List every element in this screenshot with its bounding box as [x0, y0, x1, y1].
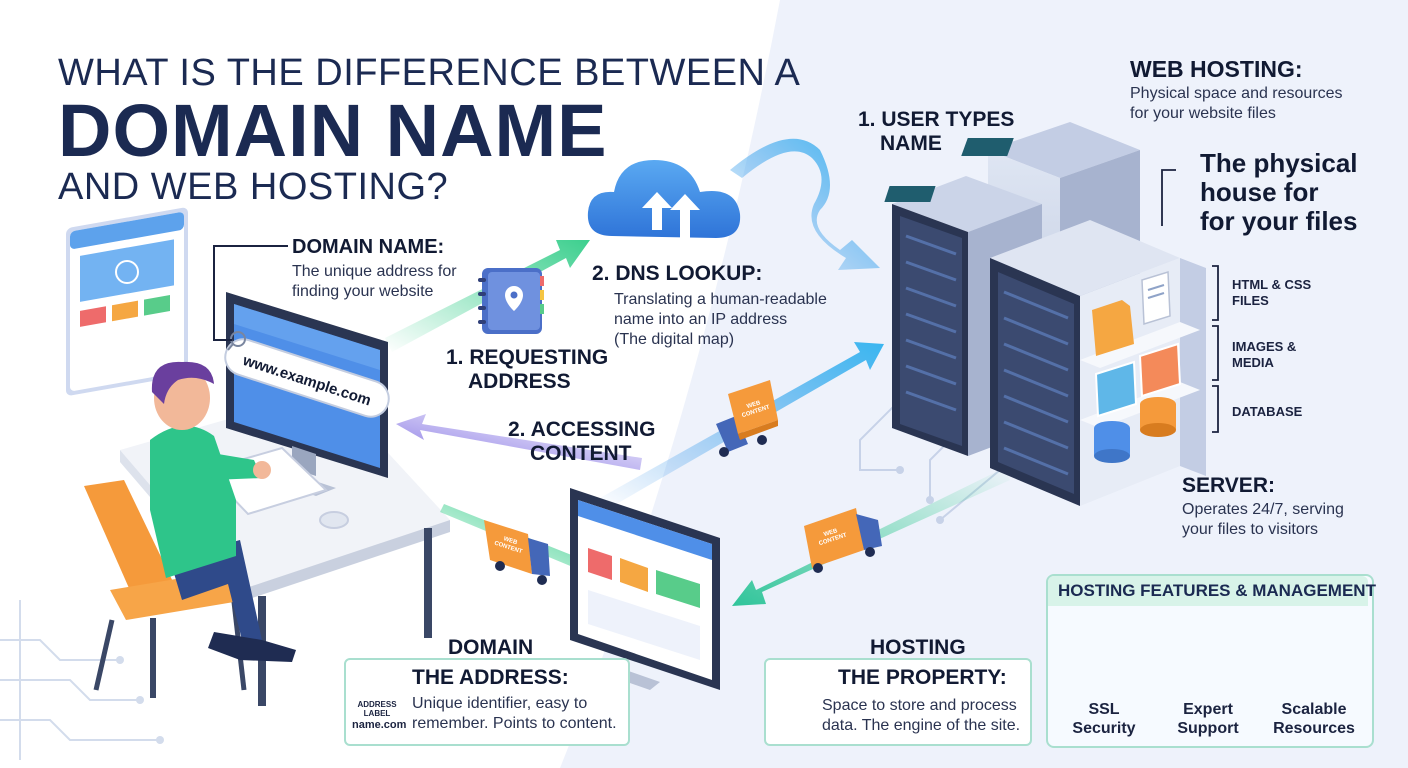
- dns-text-1: Translating a human-readable: [614, 291, 827, 308]
- dns-text-2: name into an IP address: [614, 311, 788, 328]
- shelf-database: DATABASE: [1232, 404, 1303, 419]
- cloud-icon: [587, 160, 741, 240]
- hosting-card-text-1: Space to store and process: [822, 697, 1017, 714]
- hosting-card-heading: THE PROPERTY:: [838, 666, 1007, 689]
- domain-name-text-2: finding your website: [292, 283, 434, 300]
- tagline-2: house for: [1200, 177, 1319, 207]
- step-accessing-2: CONTENT: [530, 442, 632, 465]
- tagline-1: The physical: [1200, 148, 1358, 178]
- truck-icon: [716, 380, 778, 457]
- feature-scalable-line-2: Resources: [1273, 720, 1355, 737]
- shelf-html-1: HTML & CSS: [1232, 277, 1312, 292]
- tagline-3: for your files: [1200, 206, 1358, 236]
- hosting-card-category: HOSTING: [870, 636, 966, 659]
- page-title: DOMAIN NAME: [58, 89, 608, 172]
- feature-support-line-1: Expert: [1183, 701, 1233, 718]
- step-requesting-2: ADDRESS: [468, 370, 571, 393]
- step-user-types-2: NAME: [880, 132, 942, 155]
- domain-card-heading: THE ADDRESS:: [412, 666, 569, 689]
- feature-ssl: SSL Security: [1062, 700, 1146, 738]
- domain-name-text-1: The unique address for: [292, 263, 457, 280]
- feature-ssl-line-2: Security: [1072, 720, 1136, 737]
- server-rack-illustration: [884, 122, 1206, 506]
- feature-support-line-2: Support: [1177, 720, 1239, 737]
- server-heading: SERVER:: [1182, 474, 1275, 497]
- features-heading: HOSTING FEATURES & MANAGEMENT: [1058, 581, 1376, 600]
- domain-card-text-2: remember. Points to content.: [412, 715, 617, 732]
- badge-line-3: name.com: [352, 719, 407, 731]
- truck-icon: [804, 508, 882, 573]
- features-header: [1048, 576, 1368, 606]
- badge-line-2: LABEL: [363, 709, 391, 718]
- title-line-3: AND WEB HOSTING?: [58, 166, 449, 208]
- dns-text-3: (The digital map): [614, 331, 735, 348]
- domain-card: [344, 658, 630, 746]
- domain-name-heading: DOMAIN NAME:: [292, 236, 445, 258]
- person-illustration: [84, 361, 296, 698]
- shelf-images-1: IMAGES &: [1232, 339, 1297, 354]
- shelf-images-2: MEDIA: [1232, 355, 1274, 370]
- server-text-1: Operates 24/7, serving: [1182, 501, 1344, 518]
- feature-scalable: Scalable Resources: [1266, 700, 1362, 738]
- web-hosting-text-1: Physical space and resources: [1130, 85, 1343, 102]
- hosting-card-text-2: data. The engine of the site.: [822, 717, 1021, 734]
- feature-support: Expert Support: [1166, 700, 1250, 738]
- address-label-badge: ADDRESS LABEL name.com: [352, 700, 407, 732]
- feature-ssl-line-1: SSL: [1088, 701, 1120, 718]
- browser-illustration: [66, 207, 188, 396]
- hosting-card: [764, 658, 1032, 746]
- shelf-html-2: FILES: [1232, 293, 1269, 308]
- server-text-2: your files to visitors: [1182, 521, 1319, 538]
- title-line-1: WHAT IS THE DIFFERENCE BETWEEN A: [58, 52, 801, 94]
- domain-card-category: DOMAIN: [448, 636, 534, 659]
- dns-map-icon: [478, 268, 544, 334]
- feature-scalable-line-1: Scalable: [1281, 701, 1347, 718]
- step-accessing-1: 2. ACCESSING: [508, 418, 656, 441]
- step-user-types-1: 1. USER TYPES: [858, 108, 1015, 131]
- truck-icon: [484, 520, 550, 585]
- web-hosting-text-2: for your website files: [1130, 105, 1276, 122]
- step-requesting-1: 1. REQUESTING: [446, 346, 609, 369]
- browser-illustration: [570, 488, 720, 690]
- web-hosting-heading: WEB HOSTING:: [1130, 56, 1303, 82]
- domain-card-text-1: Unique identifier, easy to: [412, 695, 588, 712]
- dns-heading: 2. DNS LOOKUP:: [592, 262, 763, 285]
- badge-line-1: ADDRESS: [357, 700, 397, 709]
